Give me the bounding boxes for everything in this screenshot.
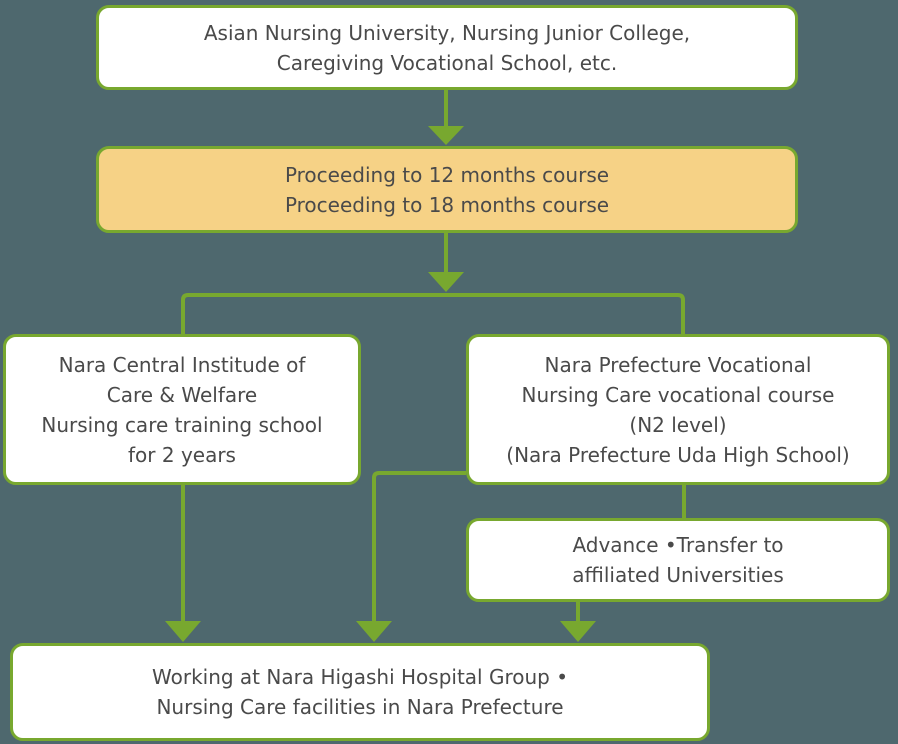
- working-line-1: Working at Nara Higashi Hospital Group •: [152, 665, 568, 689]
- arrow-line-pref-to-working: [372, 471, 466, 623]
- course-proceeding-line-2: Proceeding to 18 months course: [284, 192, 610, 217]
- flow-box-nara-prefecture-vocational: Nara Prefecture Vocational Nursing Care …: [466, 334, 890, 485]
- flow-box-source-schools: Asian Nursing University, Nursing Junior…: [96, 5, 798, 90]
- nara-prefecture-line-2: Nursing Care vocational course: [521, 382, 835, 407]
- nara-central-line-2: Care & Welfare: [106, 382, 258, 407]
- course-proceeding-line-1: Proceeding to 12 months course: [284, 162, 610, 187]
- nara-central-line-3: Nursing care training school: [41, 412, 323, 437]
- flow-box-working-destination: Working at Nara Higashi Hospital Group •…: [10, 643, 710, 741]
- flow-box-nara-central-institute: Nara Central Institude of Care & Welfare…: [3, 334, 361, 485]
- nara-central-line-1: Nara Central Institude of: [58, 352, 306, 377]
- nara-prefecture-line-3: (N2 level): [629, 412, 727, 437]
- nara-prefecture-line-4: (Nara Prefecture Uda High School): [506, 442, 850, 467]
- arrowhead-pref-to-working: [356, 621, 392, 642]
- arrowhead-advance-to-working: [560, 621, 596, 642]
- nara-central-line-4: for 2 years: [128, 442, 236, 467]
- nara-prefecture-line-1: Nara Prefecture Vocational: [544, 352, 812, 377]
- source-schools-line-2: Caregiving Vocational School, etc.: [276, 50, 618, 75]
- branch-connector: [181, 293, 685, 335]
- arrowhead-course-to-branch: [428, 272, 464, 292]
- advance-transfer-line-2: affiliated Universities: [572, 563, 784, 587]
- source-schools-line-1: Asian Nursing University, Nursing Junior…: [203, 20, 691, 45]
- working-line-2: Nursing Care facilities in Nara Prefectu…: [156, 695, 564, 719]
- flow-box-course-proceeding: Proceeding to 12 months course Proceedin…: [96, 146, 798, 233]
- flow-box-advance-transfer: Advance •Transfer to affiliated Universi…: [466, 518, 890, 602]
- arrowhead-source-to-course: [428, 126, 464, 145]
- arrowhead-central-to-working: [165, 621, 201, 642]
- advance-transfer-line-1: Advance •Transfer to: [572, 533, 784, 557]
